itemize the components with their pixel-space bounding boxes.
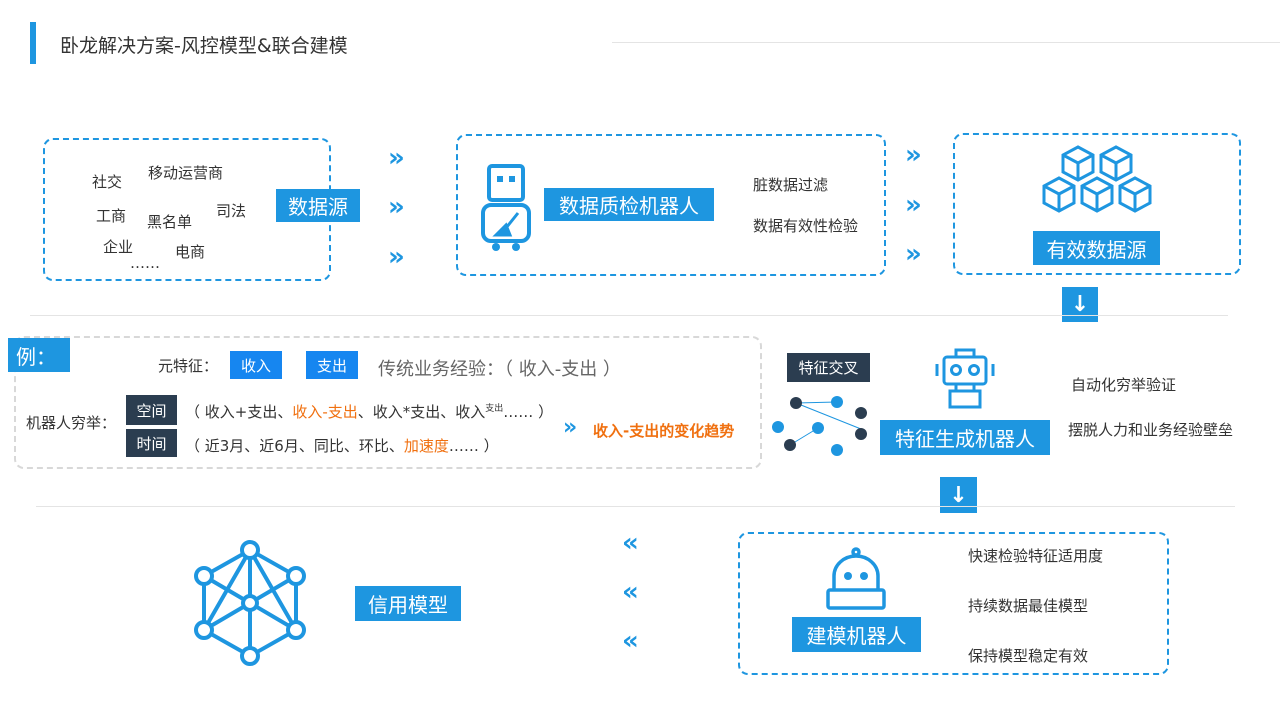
time-formula: （ 近3月、近6月、同比、环比、加速度…… ） [185,435,499,456]
chevron-right-icon: » [905,140,922,170]
feature-cross-tag: 特征交叉 [787,353,870,382]
source-item: 电商 [175,243,206,261]
model-item: 持续数据最佳模型 [968,597,1089,615]
cleaning-robot-icon [481,164,531,251]
arrow-down-icon: ↓ [940,477,977,513]
robot-enum-label: 机器人穷举： [26,414,117,432]
modeling-robot-label: 建模机器人 [792,617,921,652]
chevron-left-icon: « [622,626,639,656]
source-item: 司法 [216,202,247,220]
valid-source-box [953,133,1241,275]
traditional-experience: 传统业务经验：（ 收入-支出 ） [378,359,621,380]
time-highlight: 加速度 [403,437,449,455]
meta-expense: 支出 [306,351,358,379]
source-item: …… [130,254,160,272]
chevron-right-icon: » [388,242,405,272]
feature-item: 摆脱人力和业务经验壁垒 [1068,421,1234,439]
example-box [14,336,762,469]
feature-item: 自动化穷举验证 [1071,376,1177,394]
title-bar-accent [30,22,36,64]
meta-feature-label: 元特征： [158,357,219,375]
space-pre: （ 收入+支出、 [185,403,293,421]
source-item: 黑名单 [147,213,193,231]
data-sources-label: 数据源 [276,189,360,222]
time-pre: （ 近3月、近6月、同比、环比、 [185,437,404,455]
quality-robot-box [456,134,886,276]
cubes-icon [1042,145,1152,213]
model-item: 保持模型稳定有效 [968,647,1089,665]
example-tag: 例： [8,338,70,372]
space-post: 、收入*支出、收入 [357,403,486,421]
molecule-network-icon [194,540,306,666]
quality-item: 数据有效性检验 [753,217,859,235]
chevron-right-icon: » [905,190,922,220]
chevron-right-icon: » [388,143,405,173]
chevron-right-icon: » [905,239,922,269]
quality-robot-label: 数据质检机器人 [544,188,714,221]
chevron-right-icon: » [388,192,405,222]
source-item: 企业 [103,238,134,256]
space-end: …… ） [503,403,554,421]
section-divider [36,506,1235,507]
time-end: …… ） [448,437,499,455]
network-graph-icon [772,396,867,456]
robot-head-icon [935,348,995,409]
chevron-right-icon: » [563,415,577,440]
space-sup: 支出 [485,404,504,414]
valid-source-label: 有效数据源 [1033,231,1160,265]
meta-income: 收入 [230,351,282,379]
chevron-left-icon: « [622,577,639,607]
source-item: 工商 [96,207,127,225]
page-title: 卧龙解决方案-风控模型&联合建模 [60,35,348,57]
model-item: 快速检验特征适用度 [968,547,1104,565]
arrow-down-icon: ↓ [1062,287,1098,322]
modeling-robot-box [738,532,1169,675]
source-item: 社交 [92,173,123,191]
space-tag: 空间 [126,395,177,425]
space-formula: （ 收入+支出、收入-支出、收入*支出、收入支出…… ） [185,401,553,422]
title-divider [612,42,1280,43]
modeling-robot-icon [826,547,886,610]
credit-model-label: 信用模型 [355,586,461,621]
section-divider [30,315,1228,316]
time-tag: 时间 [126,429,177,457]
quality-item: 脏数据过滤 [753,176,829,194]
example-result: 收入-支出的变化趋势 [593,422,735,440]
feature-robot-label: 特征生成机器人 [880,420,1050,455]
source-item: 移动运营商 [148,164,224,182]
chevron-left-icon: « [622,528,639,558]
space-highlight: 收入-支出 [292,403,358,421]
